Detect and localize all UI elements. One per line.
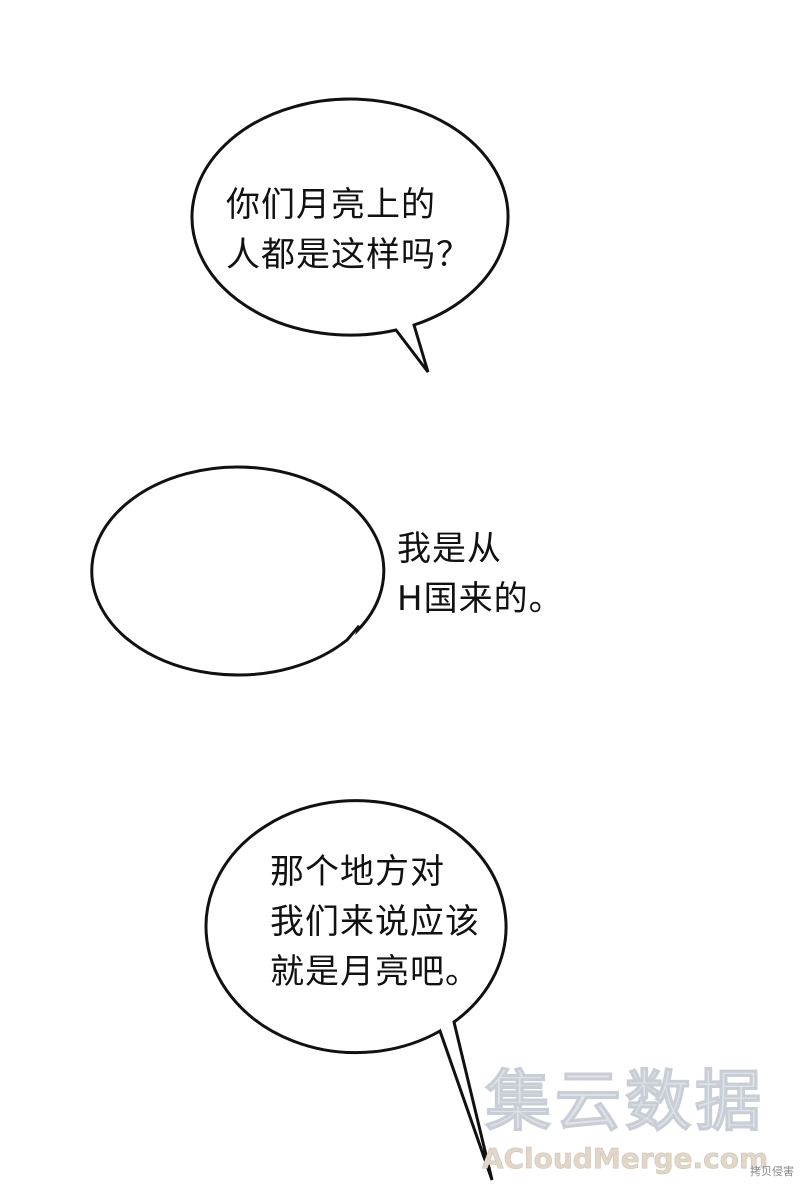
- speech-bubble-3-outline: [204, 799, 508, 1181]
- watermark-url-text: ACloudMerge.com: [481, 1142, 769, 1176]
- bubble-2-line-1: 我是从: [397, 529, 502, 569]
- bubble-3-line-1: 那个地方对: [270, 852, 445, 892]
- bubble-1-line-2: 人都是这样吗？: [226, 235, 471, 275]
- bubble-2-line-2: H国来的。: [397, 579, 564, 619]
- speech-bubble-2-text: 我是从 H国来的。: [397, 524, 564, 624]
- watermark: 集云数据 ACloudMerge.com: [460, 1062, 790, 1176]
- bubble-3-line-2: 我们来说应该: [270, 902, 480, 942]
- speech-bubble-3-text: 那个地方对 我们来说应该 就是月亮吧。: [270, 847, 480, 997]
- speech-bubble-2-outline: [90, 465, 386, 677]
- corner-mark: 拷贝侵害: [750, 1165, 794, 1178]
- watermark-main-text: 集云数据: [485, 1063, 765, 1141]
- speech-bubble-1: [190, 97, 510, 373]
- bubble-3-line-3: 就是月亮吧。: [270, 952, 480, 992]
- speech-bubble-1-text: 你们月亮上的 人都是这样吗？: [226, 180, 471, 280]
- bubble-1-line-1: 你们月亮上的: [226, 185, 436, 225]
- speech-bubble-2: [90, 465, 386, 677]
- speech-bubble-1-outline: [190, 97, 510, 373]
- speech-bubble-3: [204, 799, 508, 1181]
